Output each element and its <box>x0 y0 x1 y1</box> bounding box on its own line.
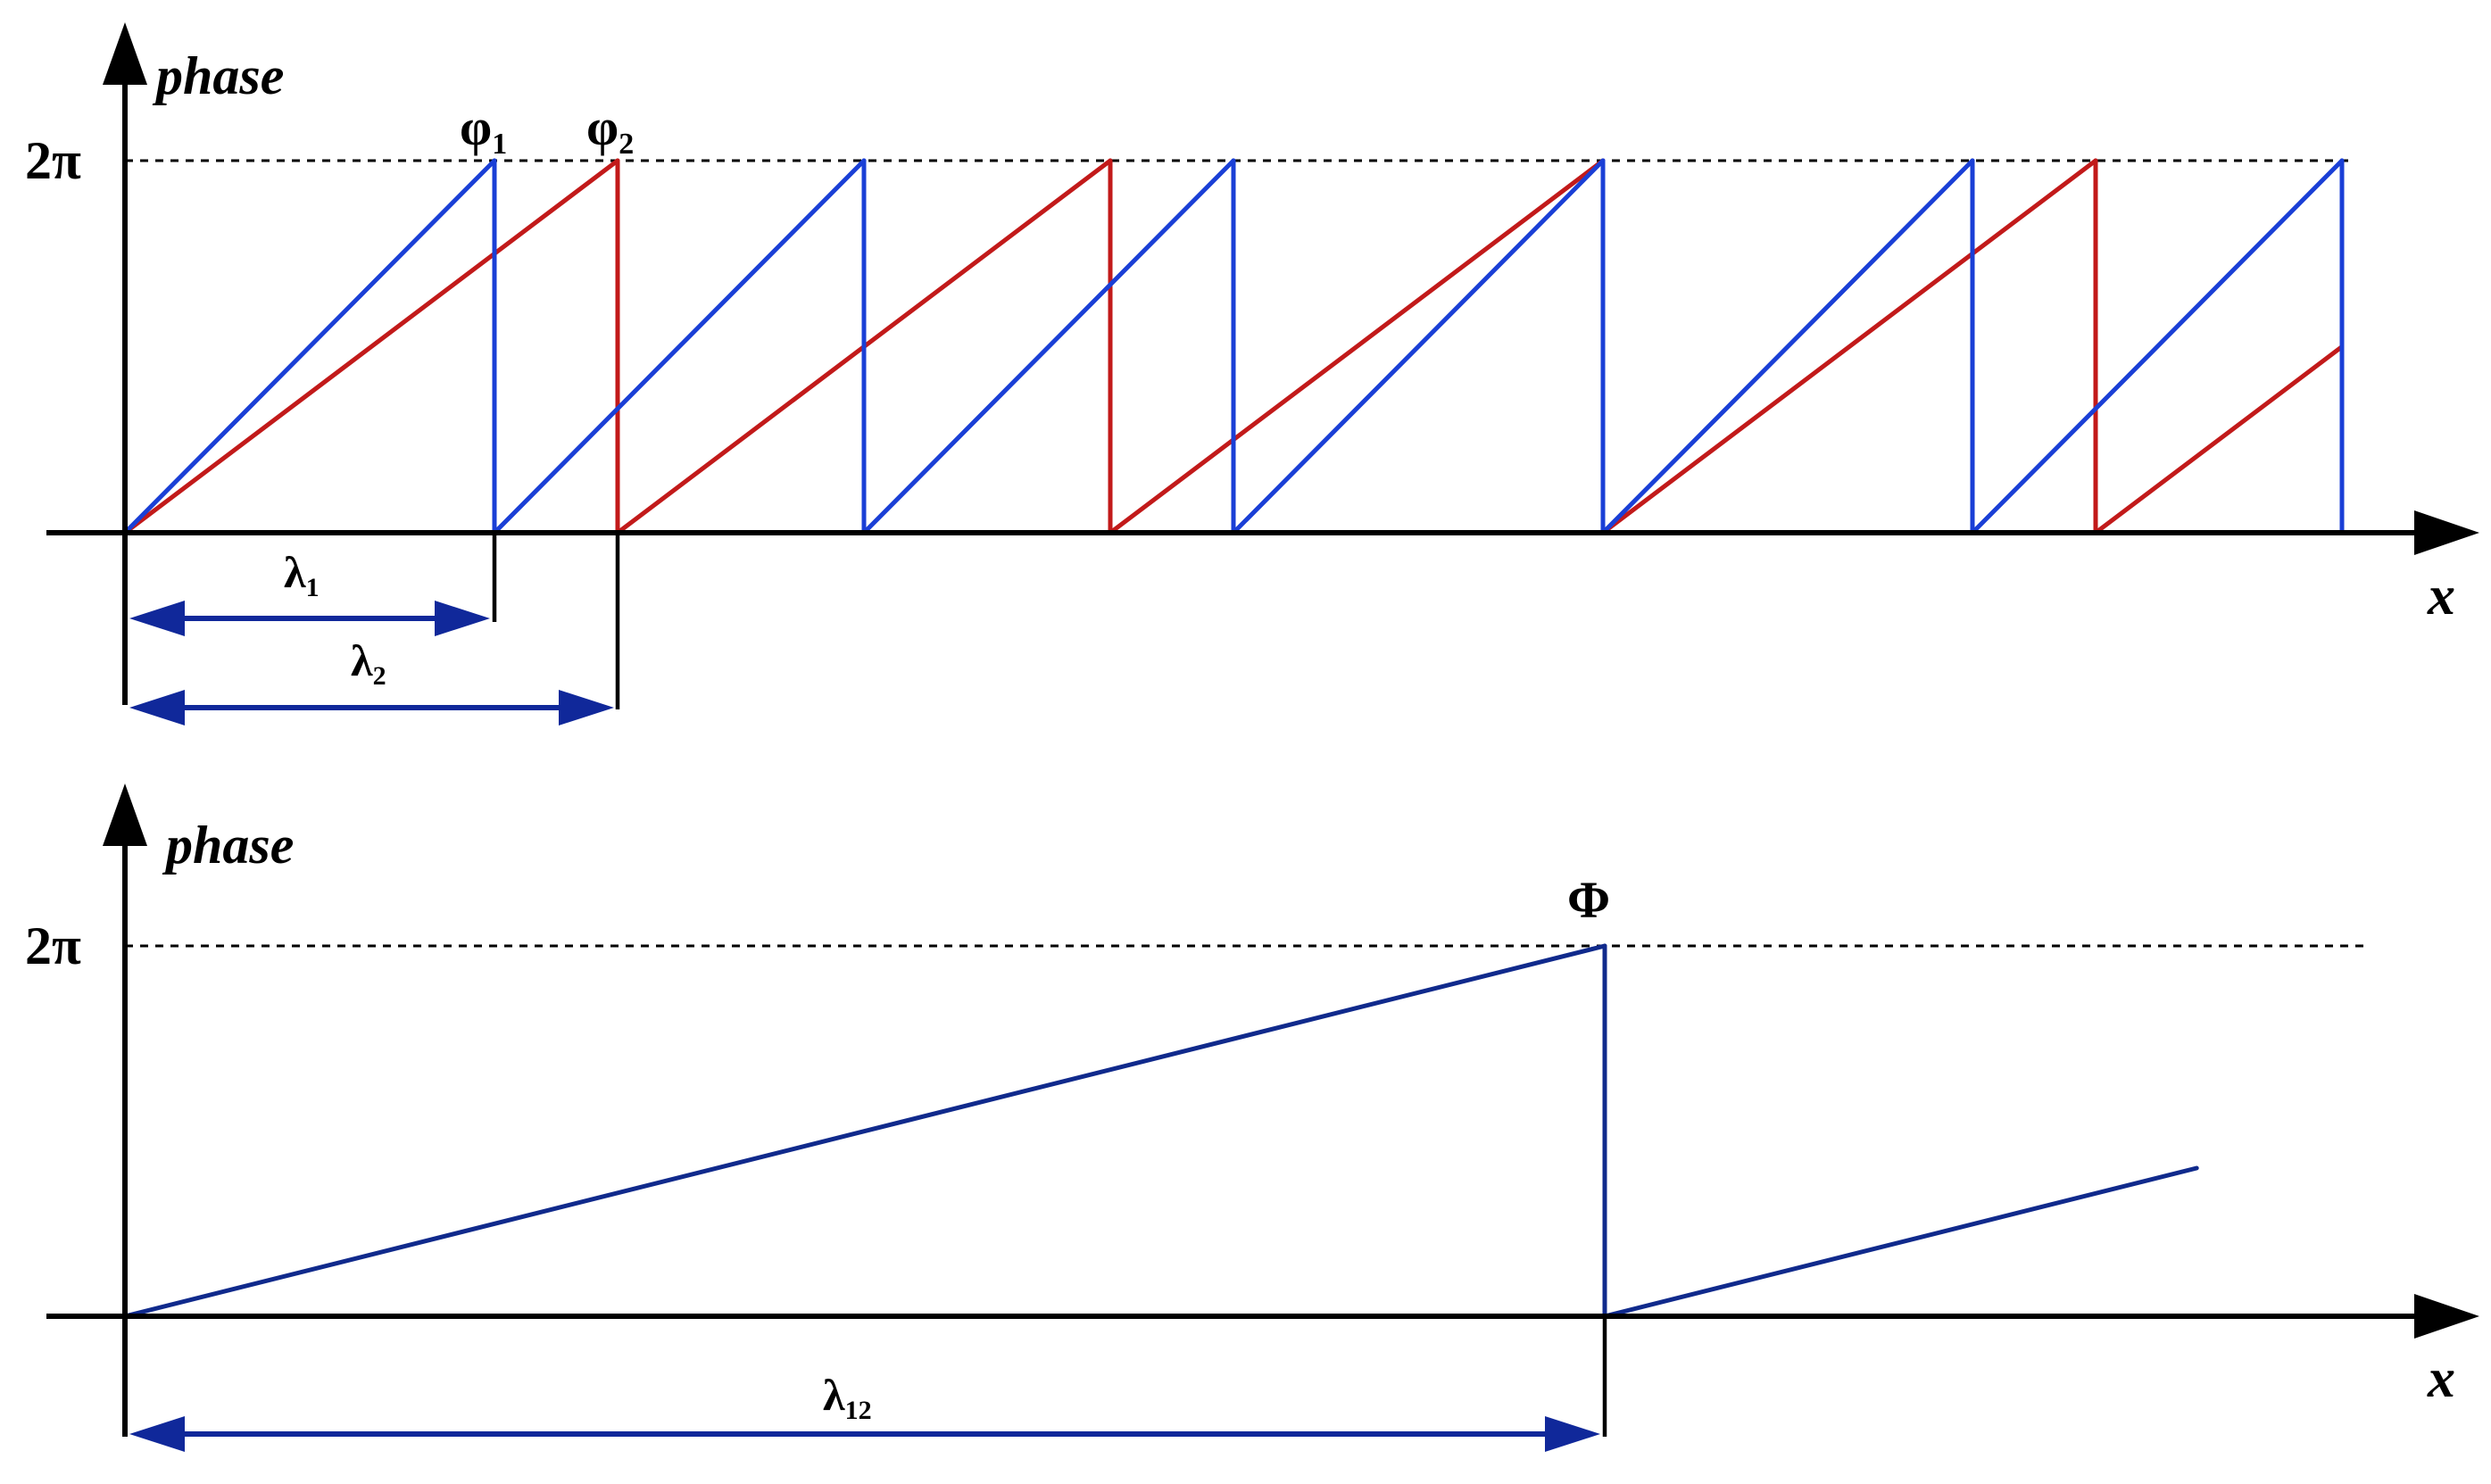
top-x-axis-label: x <box>2427 566 2455 626</box>
bottom-dimension-arrow <box>129 1416 1600 1452</box>
synthetic-wave-ramp <box>1602 1165 2199 1319</box>
top-y-axis-arrowhead <box>103 22 147 85</box>
bottom-panel: phase x 2π Φ λ12 <box>25 783 2479 1452</box>
wave-1-ramp <box>122 158 497 535</box>
wave-1-ramp <box>492 158 867 535</box>
lambda-1-label: λ1 <box>284 547 320 602</box>
lambda-2-label: λ2 <box>351 635 386 691</box>
bottom-x-axis-label: x <box>2427 1348 2455 1409</box>
synthetic-wave-sawtooth <box>122 943 2199 1319</box>
wave-2-sawtooth <box>122 158 2345 535</box>
wave-1-ramp <box>1600 158 1975 535</box>
wave-2-ramp <box>1108 158 1606 535</box>
wave-1-ramp <box>1231 158 1606 535</box>
bottom-2pi-label: 2π <box>25 916 81 975</box>
lambda-12-label: λ12 <box>823 1370 872 1425</box>
wave-1-ramp <box>1970 158 2345 535</box>
top-x-axis-arrowhead <box>2414 510 2479 555</box>
lambda-1-arrow-left-head <box>129 601 185 636</box>
lambda-2-arrow-left-head <box>129 690 185 725</box>
wave-2-ramp <box>122 158 620 535</box>
top-y-axis-label: phase <box>152 46 284 105</box>
bottom-y-axis-label: phase <box>162 816 294 875</box>
Phi-label: Φ <box>1567 871 1610 929</box>
lambda-1-arrow-right-head <box>435 601 490 636</box>
lambda-12-arrow-left-head <box>129 1416 185 1452</box>
wave-2-ramp <box>1600 158 2098 535</box>
phi-1-label: φ1 <box>460 98 507 161</box>
lambda-12-arrow-right-head <box>1545 1416 1600 1452</box>
top-panel: phase x 2π φ1 φ2 λ1 λ2 <box>25 22 2479 725</box>
bottom-x-axis-arrowhead <box>2414 1294 2479 1339</box>
phi-2-label: φ2 <box>586 98 634 161</box>
wave-1-sawtooth <box>122 158 2345 535</box>
wave-2-ramp <box>2093 344 2345 535</box>
top-2pi-label: 2π <box>25 131 81 190</box>
top-dimension-arrows <box>129 601 614 725</box>
lambda-2-arrow-right-head <box>559 690 614 725</box>
wave-1-ramp <box>861 158 1236 535</box>
bottom-y-axis-arrowhead <box>103 783 147 846</box>
synthetic-wave-ramp <box>122 943 1607 1319</box>
